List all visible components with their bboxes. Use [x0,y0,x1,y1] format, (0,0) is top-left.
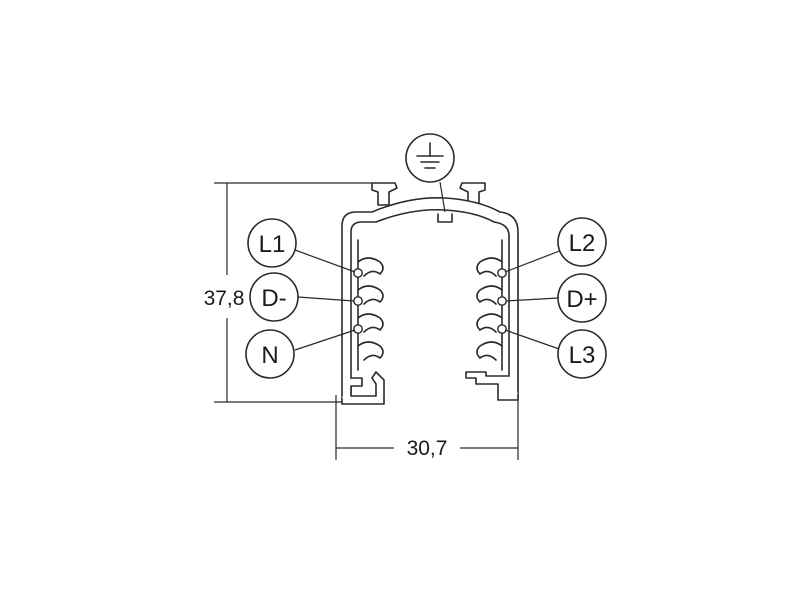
label-l3: L3 [569,342,596,369]
track-profile [341,182,519,405]
callout-circle-n [245,329,295,379]
callout-circle-l2 [557,217,607,267]
height-value: 37,8 [204,287,245,310]
callout-circle-d-minus [249,272,299,322]
top-lug-left [371,182,398,206]
right-contact-hook-3 [476,313,503,333]
callout-circle-d-plus [557,273,607,323]
ground-channel [437,213,453,223]
bottom-foot-right [465,371,519,401]
conductor-dot-l2 [497,268,507,278]
left-contact-hook-1 [357,257,384,277]
left-contact-hook-3 [357,313,384,333]
housing-outer [341,196,519,398]
left-contact-hook-2 [357,285,384,305]
ground-leader [439,181,446,213]
right-contact-hook-4 [476,341,503,361]
leader-l2 [504,249,563,273]
left-contact-hook-4 [357,341,384,361]
left-callouts: L1 D- N [245,218,356,379]
label-l2: L2 [569,230,596,257]
height-dimension: 37,8 [204,182,372,403]
earth-ground-icon [416,142,444,169]
ground-callout [405,133,455,213]
right-contact-hook-2 [476,285,503,305]
callout-circle-l1 [247,218,297,268]
conductor-dot-d-minus [353,296,363,306]
leader-n [294,329,356,351]
label-d-plus: D+ [566,286,597,313]
label-n: N [261,342,278,369]
conductor-dot-l3 [497,324,507,334]
right-callouts: L2 D+ L3 [504,217,607,379]
label-l1: L1 [259,231,286,258]
ground-circle [405,133,455,183]
right-contact-hook-1 [476,257,503,277]
leader-l3 [504,329,563,351]
conductor-dot-d-plus [497,296,507,306]
leader-d-minus [297,296,355,302]
width-value: 30,7 [407,437,448,460]
conductor-dot-l1 [353,268,363,278]
leader-l1 [294,249,356,273]
label-d-minus: D- [261,285,286,312]
leader-d-plus [505,297,559,302]
callout-circle-l3 [557,329,607,379]
bottom-foot-left [341,371,385,405]
conductor-dot-n [353,324,363,334]
